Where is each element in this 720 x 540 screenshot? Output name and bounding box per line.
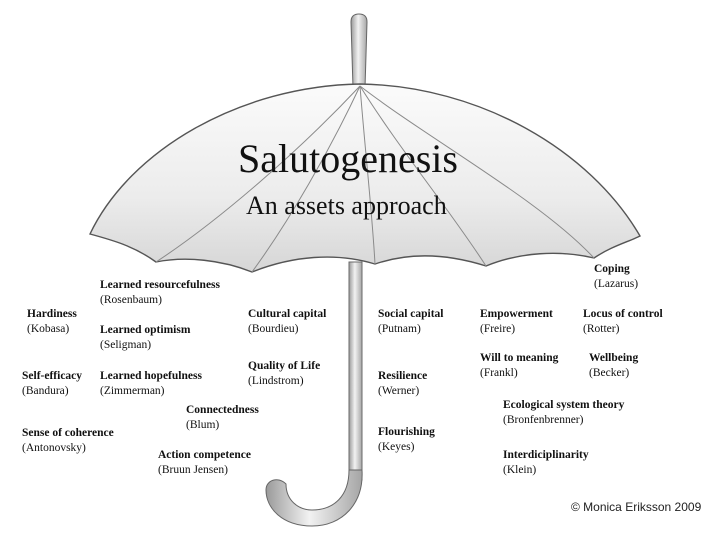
concept-author: (Freire) — [480, 323, 516, 335]
concept-name: Empowerment — [480, 308, 553, 320]
concept-author: (Werner) — [378, 385, 420, 397]
concept-author: (Antonovsky) — [22, 442, 86, 454]
concept-will-to-meaning: Will to meaning (Frankl) — [480, 351, 558, 381]
concept-self-efficacy: Self-efficacy (Bandura) — [22, 369, 82, 399]
concept-name: Interdiciplinarity — [503, 449, 589, 461]
concept-learned-optimism: Learned optimism (Seligman) — [100, 323, 190, 353]
concept-coping: Coping (Lazarus) — [594, 262, 638, 292]
concept-social-capital: Social capital (Putnam) — [378, 307, 444, 337]
canopy-ribs — [155, 85, 595, 273]
concept-name: Locus of control — [583, 308, 663, 320]
concept-author: (Klein) — [503, 464, 537, 476]
concept-empowerment: Empowerment (Freire) — [480, 307, 553, 337]
concept-name: Wellbeing — [589, 352, 639, 364]
concept-name: Action competence — [158, 449, 251, 461]
concept-author: (Putnam) — [378, 323, 421, 335]
concept-sense-of-coherence: Sense of coherence (Antonovsky) — [22, 426, 114, 456]
concept-name: Flourishing — [378, 426, 435, 438]
concept-name: Will to meaning — [480, 352, 559, 364]
concept-name: Self-efficacy — [22, 370, 83, 382]
concept-flourishing: Flourishing (Keyes) — [378, 425, 435, 455]
concept-name: Learned resourcefulness — [100, 279, 220, 291]
concept-name: Cultural capital — [248, 308, 327, 320]
concept-action-competence: Action competence (Bruun Jensen) — [158, 448, 251, 478]
concept-author: (Lindstrom) — [248, 375, 304, 387]
concept-author: (Lazarus) — [594, 278, 639, 290]
concept-name: Hardiness — [27, 308, 77, 320]
concept-wellbeing: Wellbeing (Becker) — [589, 351, 638, 381]
concept-author: (Rosenbaum) — [100, 294, 162, 306]
concept-author: (Rotter) — [583, 323, 620, 335]
concept-name: Social capital — [378, 308, 444, 320]
copyright-notice: © Monica Eriksson 2009 — [571, 500, 702, 514]
concept-quality-of-life: Quality of Life (Lindstrom) — [248, 359, 320, 389]
concept-author: (Bandura) — [22, 385, 69, 397]
concept-resilience: Resilience (Werner) — [378, 369, 427, 399]
concept-name: Ecological system theory — [503, 399, 625, 411]
concept-learned-hopefulness: Learned hopefulness (Zimmerman) — [100, 369, 202, 399]
concept-author: (Seligman) — [100, 339, 152, 351]
concept-learned-resourcefulness: Learned resourcefulness (Rosenbaum) — [100, 278, 220, 308]
umbrella-tip — [350, 13, 368, 89]
concept-author: (Bruun Jensen) — [158, 464, 228, 476]
concept-locus-of-control: Locus of control (Rotter) — [583, 307, 663, 337]
diagram-subtitle: An assets approach — [246, 191, 447, 220]
concept-author: (Zimmerman) — [100, 385, 165, 397]
concept-author: (Bronfenbrenner) — [503, 414, 584, 426]
concept-author: (Bourdieu) — [248, 323, 299, 335]
concept-name: Learned hopefulness — [100, 370, 202, 382]
concept-author: (Frankl) — [480, 367, 518, 379]
umbrella-shaft — [348, 261, 363, 481]
concept-name: Learned optimism — [100, 324, 191, 336]
concept-name: Coping — [594, 263, 630, 275]
concept-author: (Becker) — [589, 367, 630, 379]
concept-cultural-capital: Cultural capital (Bourdieu) — [248, 307, 326, 337]
concept-author: (Blum) — [186, 419, 220, 431]
concept-ecological-system-theory: Ecological system theory (Bronfenbrenner… — [503, 398, 624, 428]
concept-name: Connectedness — [186, 404, 259, 416]
concept-name: Resilience — [378, 370, 428, 382]
concept-author: (Keyes) — [378, 441, 415, 453]
concept-hardiness: Hardiness (Kobasa) — [27, 307, 77, 337]
concept-interdiciplinarity: Interdiciplinarity (Klein) — [503, 448, 589, 478]
umbrella-handle — [265, 469, 363, 527]
umbrella-canopy — [89, 83, 641, 273]
concept-author: (Kobasa) — [27, 323, 70, 335]
concept-connectedness: Connectedness (Blum) — [186, 403, 259, 433]
diagram-title: Salutogenesis — [238, 136, 458, 181]
concept-name: Sense of coherence — [22, 427, 114, 439]
concept-name: Quality of Life — [248, 360, 321, 372]
